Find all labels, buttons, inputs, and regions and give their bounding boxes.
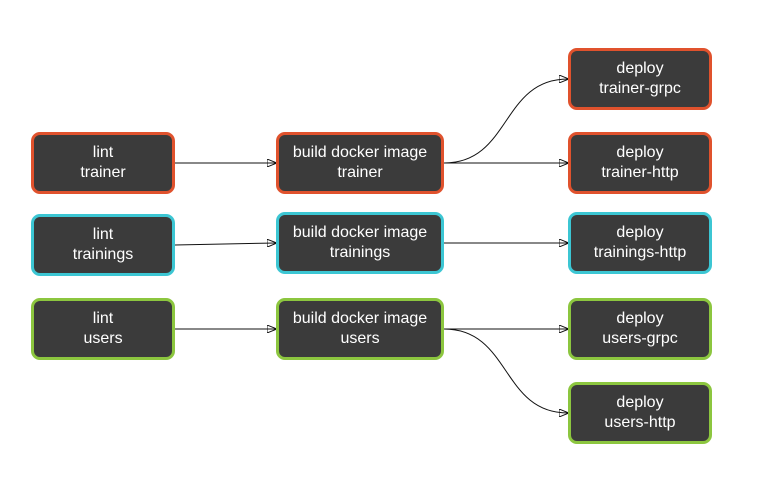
edge-build-users-to-deploy-users-http bbox=[443, 328, 568, 413]
node-build-users-line2: users bbox=[340, 330, 380, 347]
node-deploy-users-grpc-line2: users-grpc bbox=[602, 330, 678, 347]
node-lint-trainings-line2: trainings bbox=[72, 246, 134, 263]
node-build-trainings[interactable]: build docker image trainings bbox=[276, 212, 444, 274]
node-lint-trainings-line1: lint bbox=[92, 226, 114, 243]
node-deploy-trainer-grpc[interactable]: deploy trainer-grpc bbox=[568, 48, 712, 110]
node-build-trainer-line2: trainer bbox=[337, 164, 383, 181]
node-deploy-trainings-http-line1: deploy bbox=[616, 224, 664, 241]
node-build-users-line1: build docker image bbox=[292, 310, 428, 327]
node-deploy-users-http-line1: deploy bbox=[616, 394, 664, 411]
node-build-users[interactable]: build docker image users bbox=[276, 298, 444, 360]
node-build-trainings-line1: build docker image bbox=[292, 224, 428, 241]
node-deploy-users-grpc-line1: deploy bbox=[616, 310, 664, 327]
node-deploy-trainer-grpc-line2: trainer-grpc bbox=[599, 80, 681, 97]
edge-build-trainer-to-deploy-trainer-grpc bbox=[443, 79, 568, 164]
node-build-trainer[interactable]: build docker image trainer bbox=[276, 132, 444, 194]
node-deploy-trainer-http-line2: trainer-http bbox=[601, 164, 679, 181]
node-deploy-trainer-http-line1: deploy bbox=[616, 144, 664, 161]
node-lint-users-line1: lint bbox=[92, 310, 114, 327]
node-build-trainer-line1: build docker image bbox=[292, 144, 428, 161]
node-lint-trainer-line2: trainer bbox=[80, 164, 126, 181]
node-deploy-users-grpc[interactable]: deploy users-grpc bbox=[568, 298, 712, 360]
node-lint-trainings[interactable]: lint trainings bbox=[31, 214, 175, 276]
node-deploy-trainer-http[interactable]: deploy trainer-http bbox=[568, 132, 712, 194]
node-lint-users-line2: users bbox=[83, 330, 123, 347]
node-deploy-users-http[interactable]: deploy users-http bbox=[568, 382, 712, 444]
node-lint-trainer-line1: lint bbox=[92, 144, 114, 161]
node-lint-trainer[interactable]: lint trainer bbox=[31, 132, 175, 194]
node-deploy-trainer-grpc-line1: deploy bbox=[616, 60, 664, 77]
node-deploy-trainings-http-line2: trainings-http bbox=[593, 244, 687, 261]
node-deploy-trainings-http[interactable]: deploy trainings-http bbox=[568, 212, 712, 274]
edge-lint-trainings-to-build-trainings bbox=[174, 243, 276, 245]
node-lint-users[interactable]: lint users bbox=[31, 298, 175, 360]
node-build-trainings-line2: trainings bbox=[329, 244, 391, 261]
node-deploy-users-http-line2: users-http bbox=[604, 414, 676, 431]
